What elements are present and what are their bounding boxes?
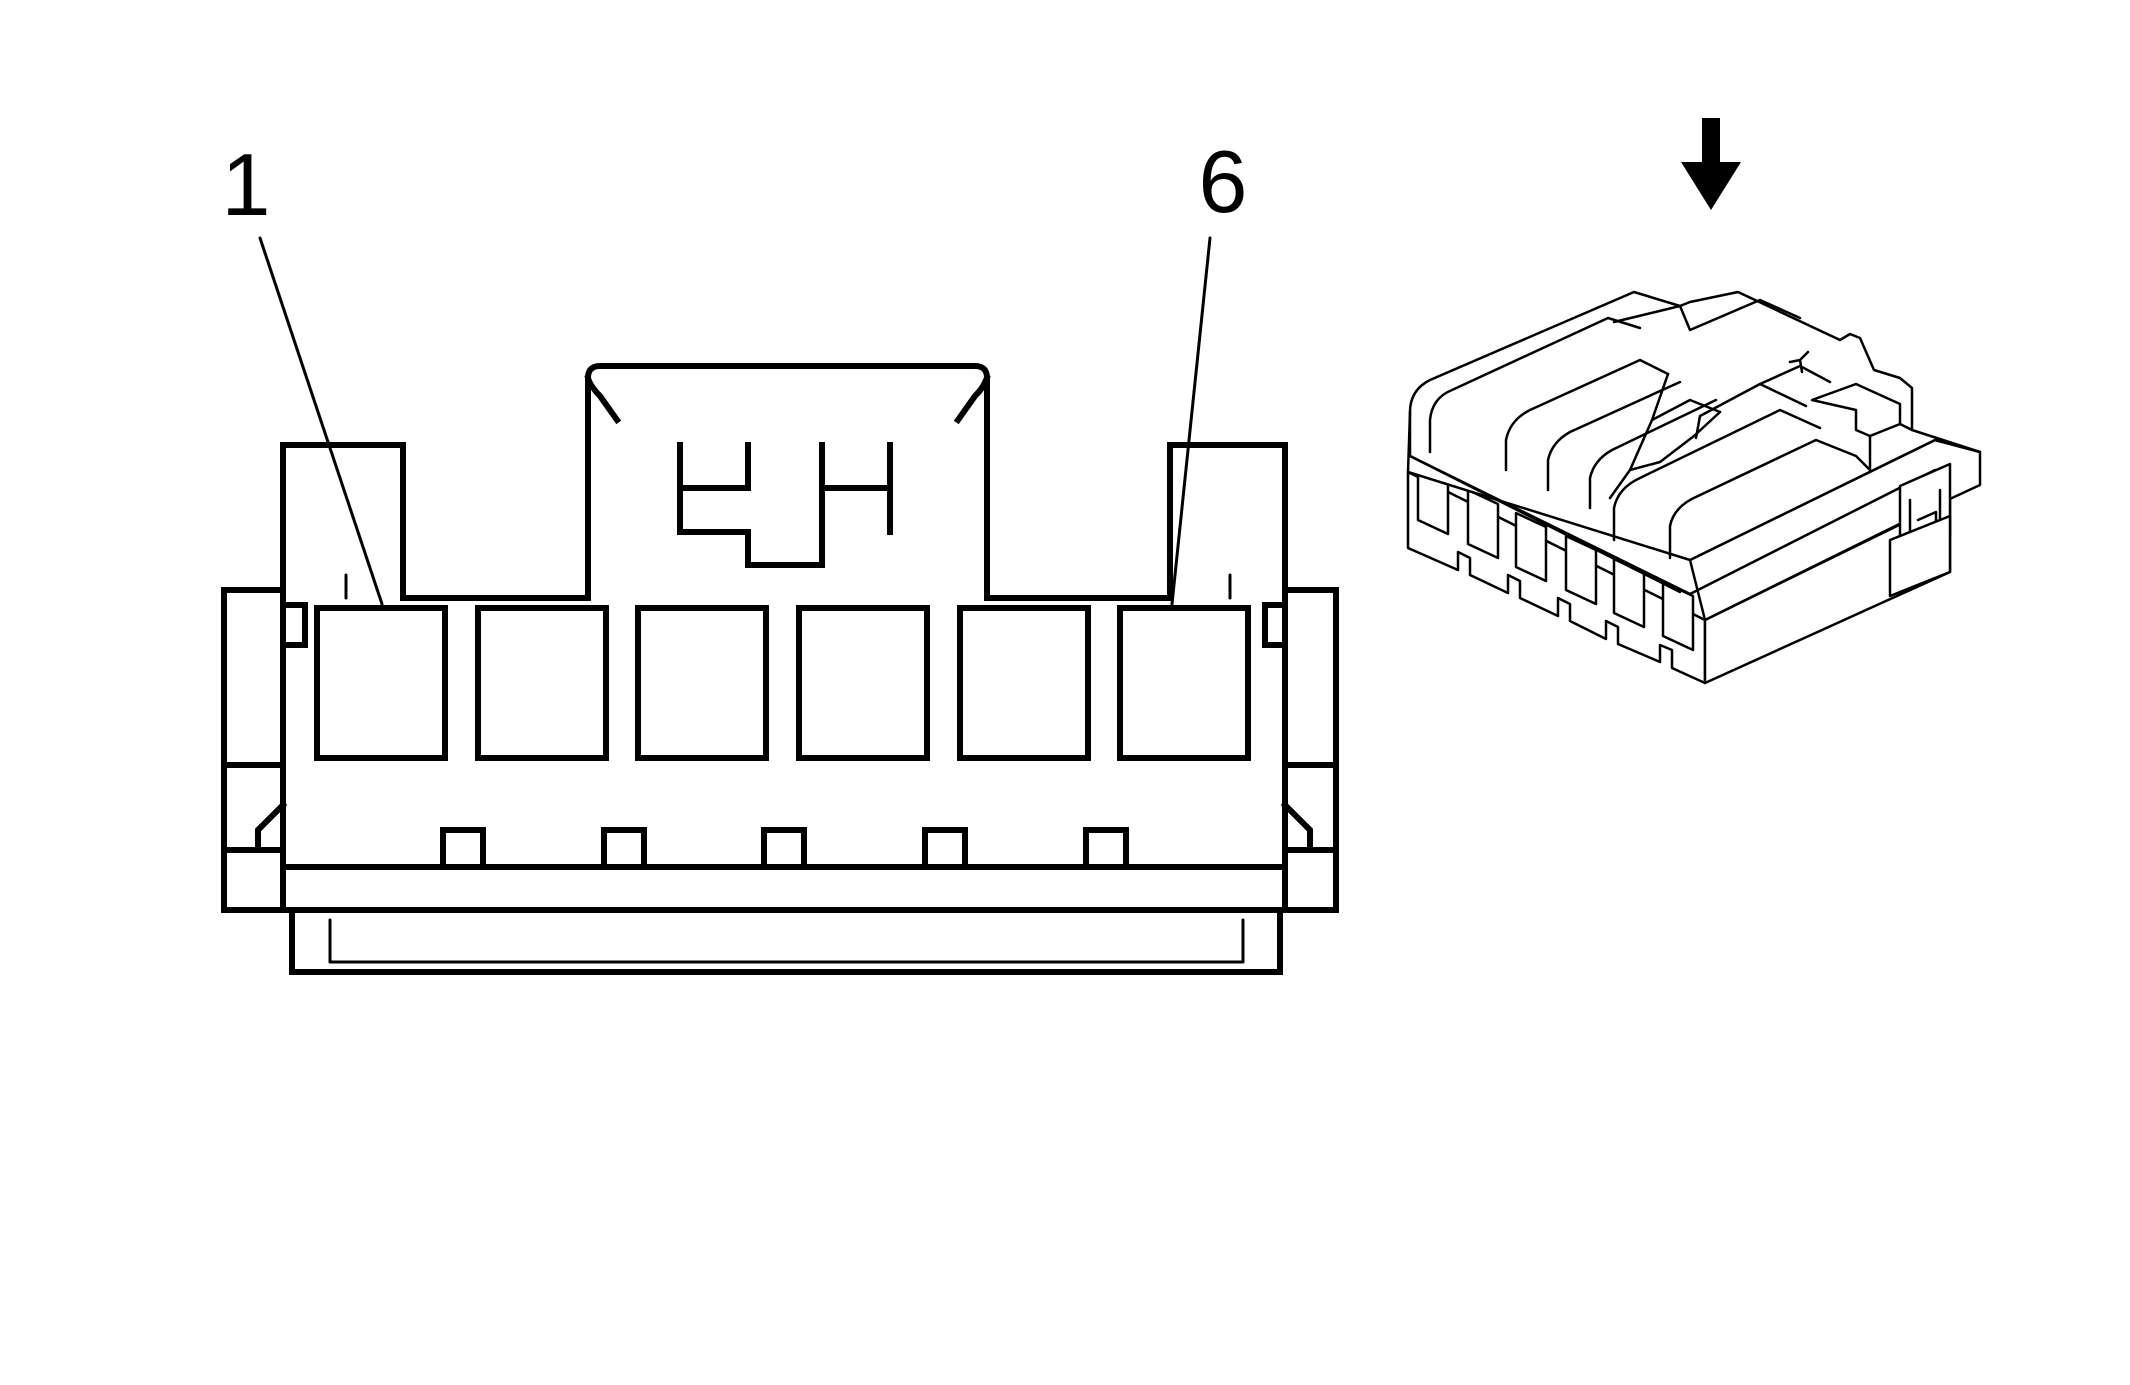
cavity-4 — [796, 605, 930, 761]
pin-label-1: 1 — [222, 135, 271, 234]
bottom-rail — [289, 907, 1283, 975]
pin-label-6: 6 — [1199, 132, 1248, 231]
lock-tab-row — [440, 827, 1129, 870]
latch-top — [584, 374, 991, 568]
lock-tab — [922, 827, 968, 870]
cavity-6 — [1117, 605, 1251, 761]
view-direction-arrow-icon — [1681, 118, 1741, 210]
side-clip-left — [221, 587, 308, 913]
lock-tab — [761, 827, 807, 870]
connector-isometric-view — [1406, 290, 1982, 685]
cavity-1 — [314, 605, 448, 761]
connector-front-view: 1 6 — [221, 132, 1339, 975]
lock-tab — [440, 827, 486, 870]
leader-line-pin-1 — [258, 236, 384, 606]
lock-tab — [1083, 827, 1129, 870]
lock-tab — [601, 827, 647, 870]
cavity-5 — [957, 605, 1091, 761]
side-clip-right — [1262, 587, 1339, 913]
leader-line-pin-6 — [1170, 236, 1212, 606]
cavity-2 — [475, 605, 609, 761]
cavity-3 — [635, 605, 769, 761]
cavity-row — [314, 605, 1251, 761]
